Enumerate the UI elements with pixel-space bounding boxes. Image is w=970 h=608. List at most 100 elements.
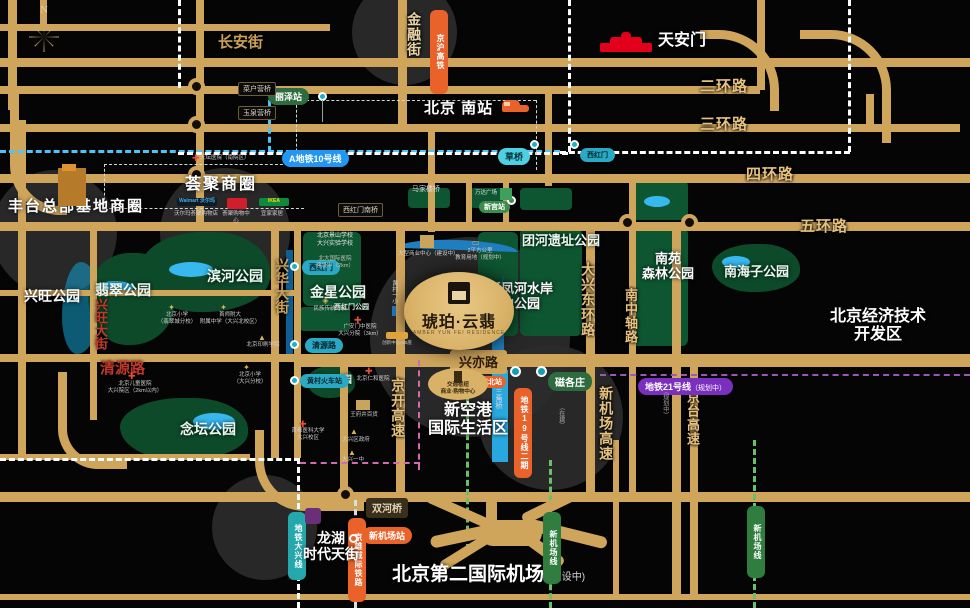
label-park-xingwang: 兴旺公园: [24, 288, 80, 304]
planned-line-h2: [300, 462, 420, 464]
station-interchange-1[interactable]: [510, 366, 521, 377]
pill-station-lize[interactable]: 丽泽站: [268, 88, 310, 105]
label-qingyuanlu-street: 清源路: [100, 360, 146, 377]
poi-label-renhe-hospital: 北京仁和医院: [356, 376, 390, 382]
park-niantan-shape: [120, 398, 248, 460]
pill-station-qingyuanlu[interactable]: 清源路: [305, 338, 343, 353]
poi-label-beijing-primary-daxing: 北京小学 （大兴分校）: [233, 372, 267, 386]
road-v-xinghua: [294, 222, 301, 458]
pill-station-new-airport[interactable]: 新机场站: [362, 527, 413, 544]
station-dot-caoqiao[interactable]: [530, 140, 539, 149]
pill-station-xihongmen[interactable]: 西红门: [580, 148, 615, 162]
poi-label-daxing-gov: 大兴区政府: [342, 437, 370, 443]
junction-dot-4: [619, 214, 636, 231]
tiananmen-icon: [600, 32, 652, 52]
road-v-466: [466, 174, 472, 224]
road-v-left-edge: [8, 0, 17, 110]
brand-ikea: IKEA: [259, 198, 289, 206]
river-cyan-vertical: [492, 370, 508, 462]
road-3ring: [0, 124, 960, 132]
label-park-nanyuan-forest: 南苑 森林公园: [642, 251, 695, 281]
poi-icon-hub-tower: [454, 371, 462, 383]
rail-thin-v3: [104, 164, 105, 210]
poi-icon-minzu-shop: ◈: [322, 296, 329, 305]
label-nanzhongzhou-lu: 南中轴路: [622, 288, 638, 344]
brand-huiju-mall-icon: [227, 198, 247, 209]
junction-dot-6: [337, 486, 354, 503]
compass-star: [22, 17, 66, 56]
brand-walmart-sub: 沃尔玛荟聚购物店: [173, 211, 218, 217]
poi-label-education-land: 2平方公里 教育用地（规划中）: [455, 248, 505, 262]
label-xinghua-dajie: 兴华大街: [274, 258, 291, 314]
pill-metro-line21[interactable]: 地铁21号线（规划中）: [638, 378, 734, 395]
road-v-40: [40, 0, 47, 30]
label-park-xihongmen: 西红门公园: [334, 304, 369, 311]
poi-label-wanda-plaza: 万达广场: [474, 190, 497, 196]
pill-metro-daxing-line[interactable]: 地铁大兴线: [288, 512, 306, 580]
station-dot-new-airport[interactable]: [349, 534, 358, 543]
label-beijing-south-station: 北京 南站: [424, 100, 493, 118]
station-dot-xihongmen-b[interactable]: [290, 262, 299, 271]
label-3ring: 三环路: [700, 116, 749, 133]
label-fengtai-business-circle: 丰台总部基地商圈: [8, 198, 145, 215]
road-v-271: [271, 222, 279, 458]
label-tiananmen-text: 天安门: [658, 32, 707, 49]
pill-new-airport-line-b[interactable]: 新机场线: [747, 506, 765, 578]
pill-metro-line19-p2[interactable]: 地铁19号线二期: [514, 388, 532, 478]
pill-jinghu-hsr[interactable]: 京沪高铁: [430, 10, 448, 94]
poi-icon-shop-near-project: [386, 332, 408, 339]
poi-icon-daxing-gov: ▲: [350, 427, 358, 436]
pill-station-xihongmen-b[interactable]: 西红门: [302, 260, 340, 275]
pill-station-xingong[interactable]: 新宫站: [479, 201, 510, 213]
poi-label-shoushi-attached: 首师附大 附属中学（大兴北校区）: [199, 312, 261, 326]
poi-icon-big-mall: [420, 235, 434, 248]
park-small-c: [520, 188, 572, 210]
road-changanjie: [0, 24, 330, 31]
project-marker[interactable]: 琥珀·云翡 AMBER YUN FEI RESIDENCE: [404, 272, 514, 350]
poi-icon-education-land: ▭: [472, 238, 480, 247]
project-subtitle: AMBER YUN FEI RESIDENCE: [412, 330, 506, 336]
label-bridge-xihongmen-south: 西红门南桥: [338, 203, 383, 217]
label-huiju-business-circle: 荟聚商圈: [185, 176, 258, 193]
pill-station-huangcun[interactable]: 黄村火车站: [300, 374, 349, 388]
metro-line19-track: [466, 370, 469, 550]
pill-new-airport-line[interactable]: 新机场线: [543, 512, 561, 584]
road-2ring: [0, 86, 760, 94]
park-nanyuan-lake: [644, 196, 670, 207]
junction-dot-2: [188, 116, 205, 133]
poi-label-jingshan-school: 北京景山学校 大兴实验学校: [316, 233, 353, 247]
pill-station-caoqiao[interactable]: 草桥: [498, 148, 531, 165]
pill-metro-line10[interactable]: A地铁10号线: [282, 150, 349, 167]
park-tuanhe-shape: [520, 228, 582, 336]
rail-hsr-v3: [848, 0, 851, 152]
label-2ring: 二环路: [700, 78, 749, 95]
road-5ring: [0, 222, 970, 231]
road-v-jingkai: [396, 230, 405, 496]
poi-icon-beijing-primary-daxing: ✦: [243, 363, 250, 372]
road-v-762: [757, 0, 765, 90]
brand-ikea-label: IKEA: [268, 198, 280, 204]
station-dot-xihongmen[interactable]: [570, 140, 579, 149]
rail-thin-v1: [296, 100, 297, 166]
label-beijing-south-text: 北京 南站: [424, 100, 494, 117]
road-v-west-1: [18, 120, 26, 460]
station-interchange-2[interactable]: [536, 366, 547, 377]
label-jingkai-expressway: 京开高速: [390, 378, 407, 438]
park-binhe-lake: [169, 262, 213, 277]
poi-label-peking-univ-hospital: 北大国际医院 建设中（2km）: [316, 256, 354, 270]
station-dot-qingyuanlu[interactable]: [290, 340, 299, 349]
label-airport: 北京第二国际机场 (建设中): [392, 564, 585, 586]
label-4ring: 四环路: [746, 166, 795, 183]
label-park-binhe: 滨河公园: [207, 268, 263, 284]
road-curve-3ring-ne: [800, 30, 891, 143]
road-curve-sw-niantan: [58, 372, 127, 469]
poi-label-tiantan-hospital: 天坛医院（南院区）: [200, 155, 250, 161]
brand-ikea-sub: 宜家家居: [260, 211, 283, 217]
station-dot-huangcun[interactable]: [290, 376, 299, 385]
label-airport-note: (建设中): [548, 572, 586, 583]
label-jingtai-expressway: 京台高速: [684, 390, 700, 446]
label-tiananmen: 天安门: [658, 32, 706, 50]
poi-icon-capital-med: ✚: [299, 419, 307, 429]
pill-station-cigezhuang[interactable]: 磁各庄: [548, 372, 592, 391]
